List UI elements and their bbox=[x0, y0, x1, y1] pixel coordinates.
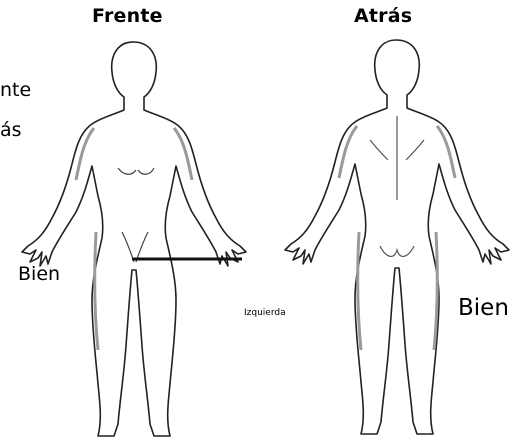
back-right-label: Bien bbox=[458, 295, 509, 321]
center-left-label: Izquierda bbox=[244, 308, 286, 318]
front-right-label: Bien bbox=[18, 263, 60, 285]
